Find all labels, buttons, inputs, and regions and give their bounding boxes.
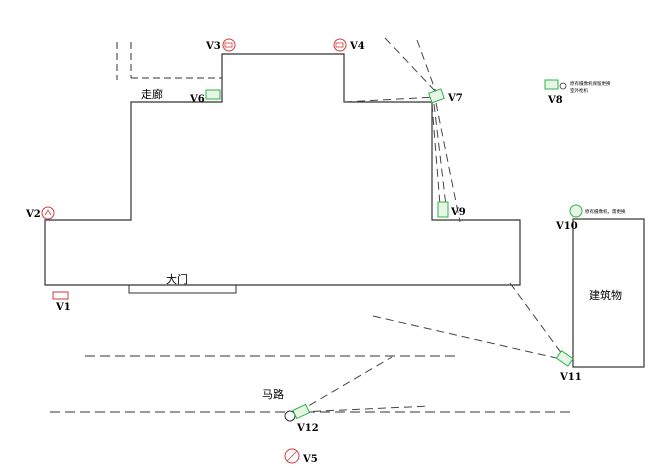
gate-rect: [128, 284, 237, 294]
camera-v7[interactable]: V7: [428, 88, 463, 104]
camera-v9-icon: [437, 201, 449, 218]
camera-v2-icon: [41, 206, 55, 220]
camera-v9-label: V9: [450, 207, 466, 218]
camera-v8[interactable]: V8 原有摄像机保留更换 室外枪机: [544, 79, 611, 106]
camera-v4-label: V4: [349, 41, 365, 52]
camera-v1-label: V1: [55, 302, 71, 313]
camera-v9[interactable]: V9: [437, 201, 466, 218]
camera-v10[interactable]: V10 原有摄像机，需更换: [555, 204, 626, 232]
camera-v12-pole: [284, 410, 296, 422]
camera-v8-icon: [544, 79, 559, 90]
gate-label: 大门: [166, 272, 188, 286]
camera-v12-icon: [292, 403, 311, 420]
camera-v11-icon: [555, 350, 574, 367]
camera-fov-lines: [297, 37, 566, 413]
camera-v11-label: V11: [559, 372, 582, 383]
camera-v1[interactable]: V1: [52, 291, 71, 313]
camera-v12-label: V12: [296, 423, 319, 434]
building-label: 建筑物: [589, 288, 622, 302]
camera-v5[interactable]: V5: [284, 448, 318, 465]
other-building-rect: [572, 218, 645, 368]
camera-v8-note-line1: 原有摄像机保留更换: [570, 80, 611, 87]
corridor-dashed-lines: [116, 42, 222, 80]
camera-v2-label: V2: [25, 209, 41, 220]
camera-v12[interactable]: V12: [284, 403, 319, 434]
camera-v2[interactable]: V2: [25, 206, 55, 220]
camera-v7-icon: [428, 88, 445, 104]
camera-v6-icon: [205, 89, 221, 100]
main-building-outline: [44, 53, 521, 286]
camera-v6[interactable]: V6: [189, 89, 221, 105]
camera-v10-label: V10: [555, 221, 578, 232]
road-label: 马路: [262, 388, 284, 401]
camera-v11[interactable]: V11: [555, 350, 582, 383]
camera-v4-icon: [333, 38, 347, 52]
camera-v5-label: V5: [302, 454, 318, 465]
camera-v8-note-line2: 室外枪机: [570, 87, 588, 94]
camera-v8-label: V8: [547, 95, 563, 106]
camera-v3-icon: [222, 38, 236, 52]
corridor-label: 走廊: [141, 87, 163, 101]
camera-v7-label: V7: [447, 93, 463, 104]
camera-v10-note: 原有摄像机，需更换: [585, 208, 626, 215]
camera-v3[interactable]: V3: [205, 38, 236, 52]
camera-v1-icon: [52, 291, 69, 300]
camera-v6-label: V6: [189, 94, 205, 105]
camera-v4[interactable]: V4: [333, 38, 365, 52]
camera-v10-icon: [569, 204, 583, 218]
camera-v3-label: V3: [205, 41, 221, 52]
